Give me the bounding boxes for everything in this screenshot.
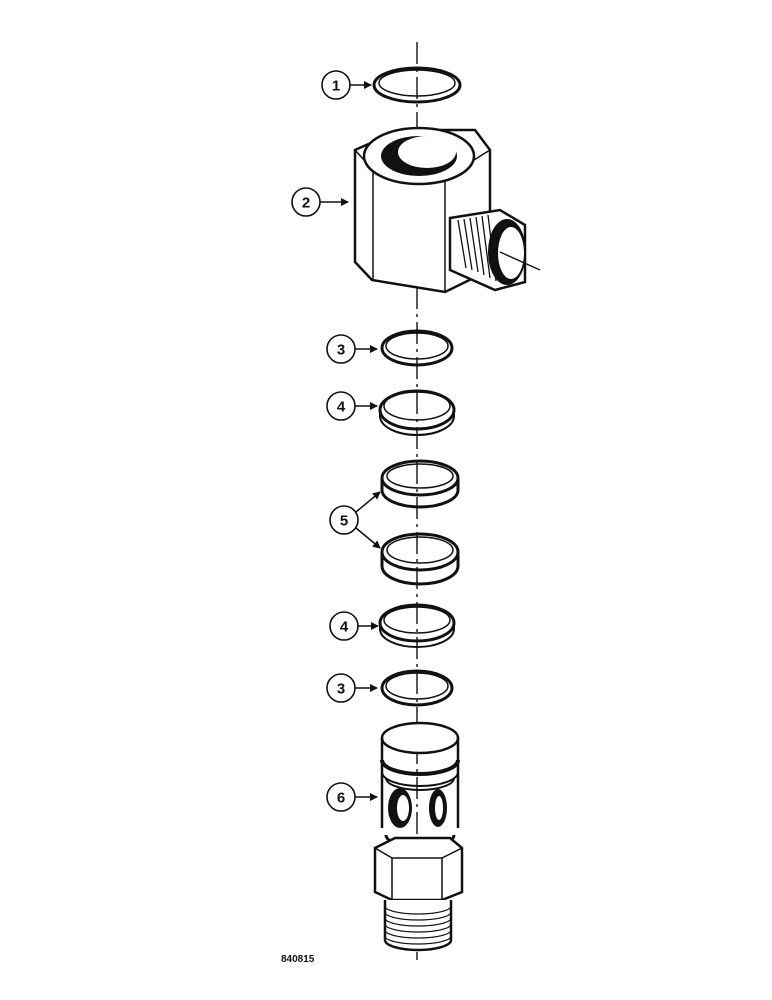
callout-3-lower: 3 — [326, 673, 378, 703]
callout-6-label: 6 — [337, 790, 345, 807]
callout-2-label: 2 — [302, 195, 310, 212]
callout-1: 1 — [321, 70, 372, 100]
part-4-ring-upper — [378, 389, 456, 436]
part-5-seal-ring-lower — [380, 532, 460, 586]
callout-3-lower-label: 3 — [337, 681, 345, 698]
callout-3-upper: 3 — [326, 334, 378, 364]
callout-5: 5 — [329, 491, 381, 549]
callout-4-upper: 4 — [326, 391, 378, 421]
part-1-o-ring — [372, 66, 462, 104]
figure-number: 840815 — [281, 954, 315, 965]
part-4-ring-lower — [378, 603, 456, 648]
part-5-seal-ring-upper — [380, 459, 460, 509]
part-6-valve-cartridge — [373, 721, 464, 952]
part-2-elbow-fitting — [353, 126, 541, 294]
callout-3-upper-label: 3 — [337, 342, 345, 359]
callout-5-label: 5 — [340, 513, 348, 530]
callout-2: 2 — [291, 187, 349, 217]
callout-4-lower-label: 4 — [340, 619, 349, 636]
part-3-ring-lower — [380, 669, 454, 707]
callout-4-upper-label: 4 — [337, 399, 346, 416]
part-3-ring-upper — [380, 329, 454, 367]
callout-1-label: 1 — [332, 78, 340, 95]
callout-4-lower: 4 — [329, 611, 379, 641]
callout-6: 6 — [326, 782, 378, 812]
